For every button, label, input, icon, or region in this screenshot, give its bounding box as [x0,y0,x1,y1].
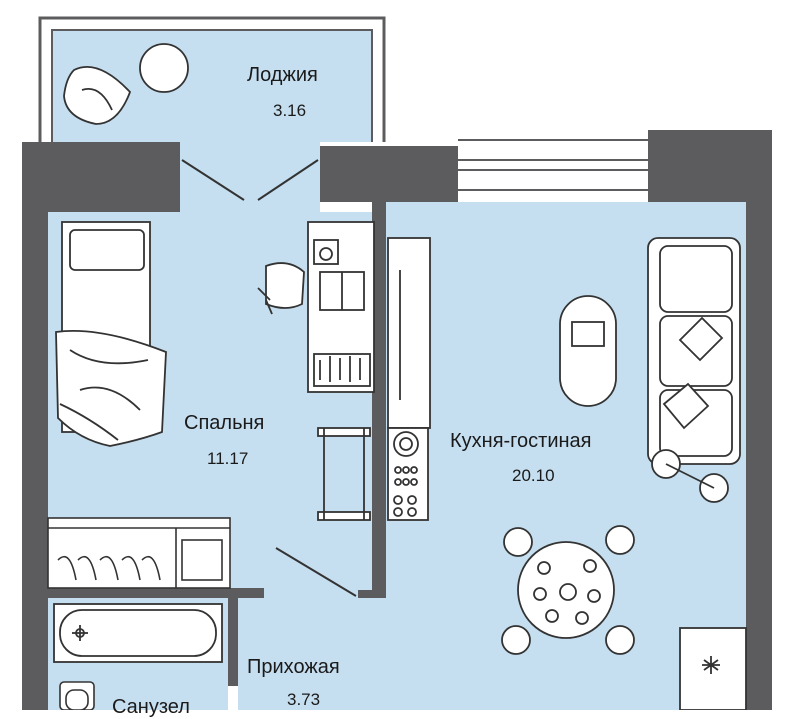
bathtub [53,603,223,663]
bathroom-name: Санузел [112,696,190,718]
appliance [679,627,747,710]
balcony-opening [180,142,320,212]
drying-rack [317,427,371,521]
kitchen-window [458,130,648,202]
kitchen-name: Кухня-гостиная [450,430,592,452]
loggia-name: Лоджия [247,64,318,86]
hallway-name: Прихожая [247,656,340,678]
balcony-door [181,159,319,201]
bedroom-door [275,547,357,597]
floor-lamp [651,449,729,503]
sink [59,681,95,710]
hallway-floor [238,592,386,710]
desk [257,221,375,393]
loggia-frame [38,16,386,142]
loggia-area: 3.16 [273,101,307,120]
bedroom-area: 11.17 [207,449,249,468]
bedroom-name: Спальня [184,412,265,434]
hallway-area: 3.73 [287,690,321,709]
sofa [647,237,741,465]
loggia-chair [63,43,189,125]
kitchen-counter [387,237,431,521]
walls [22,130,772,710]
coffee-table [559,295,617,407]
wardrobe [47,517,231,589]
bed [55,221,167,447]
dining-table [501,525,635,655]
loggia-frame-inner [51,29,373,142]
kitchen-area: 20.10 [512,466,555,485]
